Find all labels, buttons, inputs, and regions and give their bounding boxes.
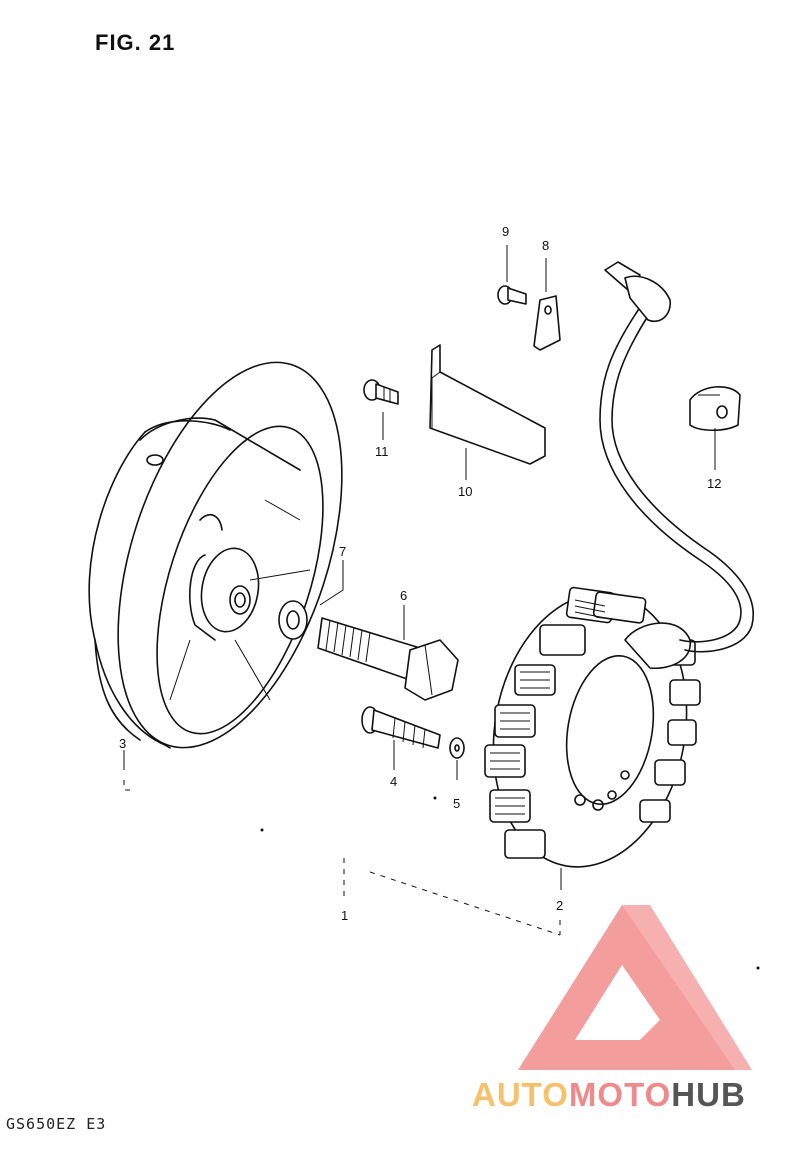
callout-6: 6 xyxy=(400,588,407,603)
grommet-part-12 xyxy=(689,385,741,432)
wire-harness xyxy=(599,261,754,653)
leader-lines xyxy=(123,245,716,890)
watermark-hub: HUB xyxy=(671,1076,746,1113)
callout-4: 4 xyxy=(390,774,397,789)
callout-8: 8 xyxy=(542,238,549,253)
screw-part-11 xyxy=(363,379,399,405)
callout-7: 7 xyxy=(339,544,346,559)
washer-part-7 xyxy=(278,600,308,640)
callout-3: 3 xyxy=(119,736,126,751)
figure-title: FIG. 21 xyxy=(95,30,176,55)
washer-part-5 xyxy=(449,737,465,759)
callout-10: 10 xyxy=(458,484,472,499)
callout-1: 1 xyxy=(341,908,348,923)
stator-part-2 xyxy=(484,586,701,868)
callout-9: 9 xyxy=(502,224,509,239)
callout-11: 11 xyxy=(375,444,389,459)
assembly-bracket xyxy=(123,780,760,970)
screw-part-9 xyxy=(497,285,527,305)
watermark-auto: AUTO xyxy=(472,1076,569,1113)
rotor-part-3 xyxy=(88,361,343,749)
screw-part-4 xyxy=(361,706,441,749)
bolt-part-6 xyxy=(317,617,459,701)
watermark-moto: MOTO xyxy=(568,1076,672,1113)
plate-part-10 xyxy=(429,344,546,465)
model-code: GS650EZ E3 xyxy=(6,1115,107,1133)
clamp-part-8 xyxy=(533,295,561,351)
callout-12: 12 xyxy=(707,476,721,491)
automotohub-logo-icon xyxy=(518,905,752,1070)
callout-2: 2 xyxy=(556,898,563,913)
watermark-text: AUTOMOTOHUB xyxy=(472,1076,746,1114)
callout-5: 5 xyxy=(453,796,460,811)
